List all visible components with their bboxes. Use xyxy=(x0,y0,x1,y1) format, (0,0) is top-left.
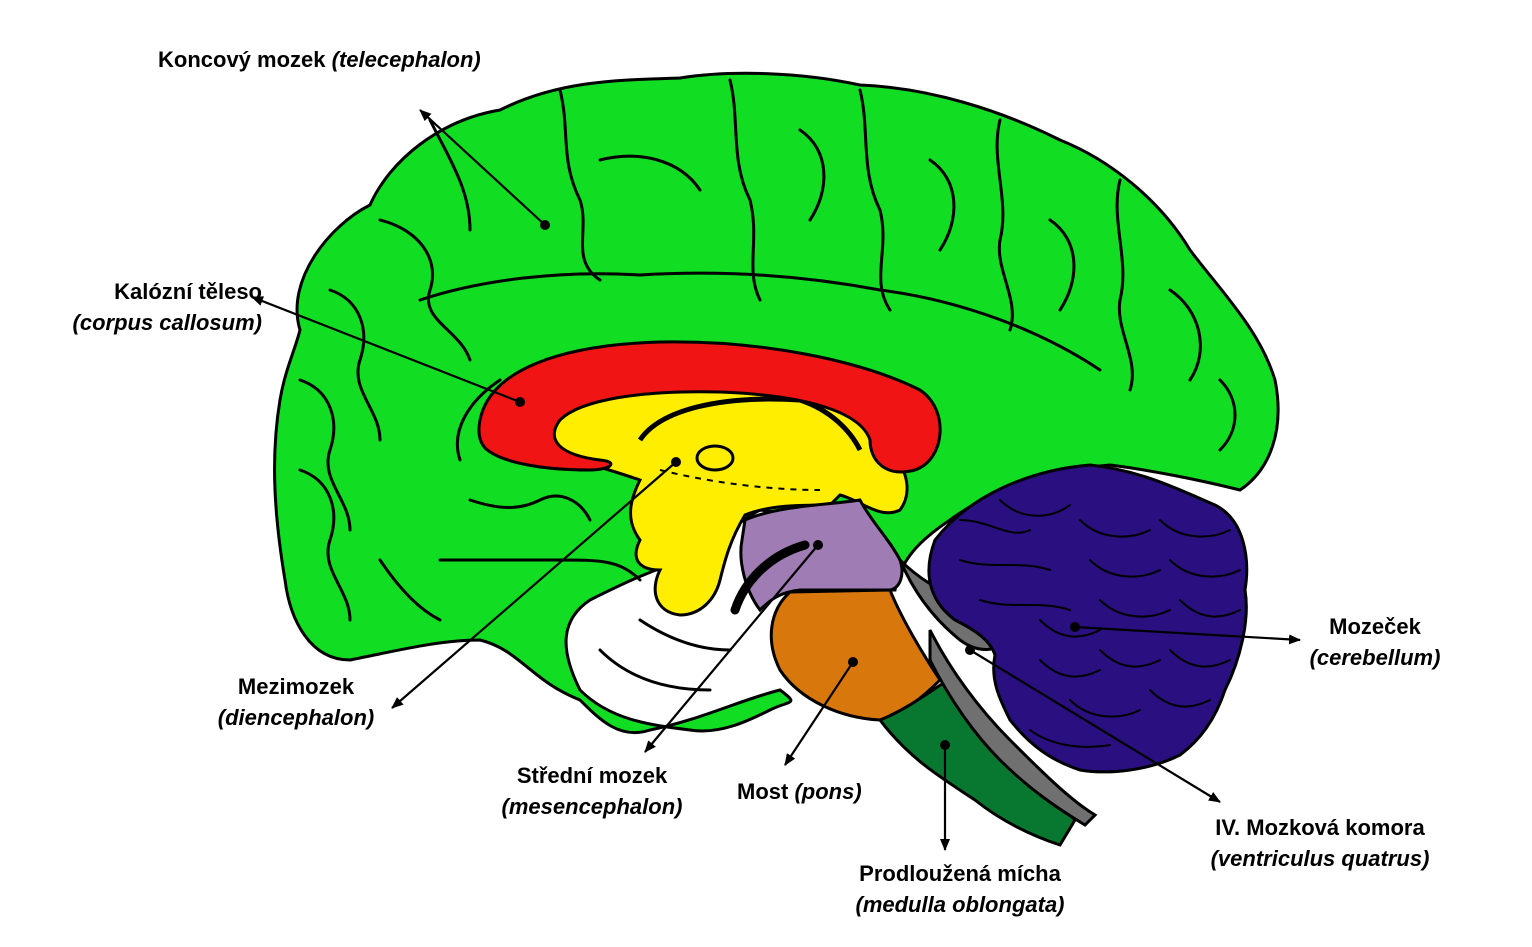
cerebellum-folia xyxy=(959,499,1241,748)
leader-mesencephalon xyxy=(644,544,819,753)
label-mesencephalon-latin: (mesencephalon) xyxy=(501,794,683,819)
label-medulla-name: Prodloužená mícha xyxy=(859,861,1061,886)
label-ventricle-latin: (ventriculus quatrus) xyxy=(1210,846,1430,871)
label-ventricle: IV. Mozková komora (ventriculus quatrus) xyxy=(1180,812,1460,874)
thalamic-adhesion-shape xyxy=(695,444,735,472)
cerebellum-region xyxy=(927,463,1249,774)
leader-corpus-callosum xyxy=(251,295,521,404)
label-corpus-callosum-name: Kalózní těleso xyxy=(114,279,262,304)
label-mesencephalon: Střední mozek (mesencephalon) xyxy=(482,760,702,822)
label-diencephalon-name: Mezimozek xyxy=(237,674,355,699)
label-cerebellum-latin: (cerebellum) xyxy=(1309,645,1441,670)
label-mesencephalon-name: Střední mozek xyxy=(516,763,668,788)
label-pons: Most (pons) xyxy=(737,776,862,807)
label-ventricle-name: IV. Mozková komora xyxy=(1215,815,1425,840)
label-cerebellum-name: Mozeček xyxy=(1329,614,1421,639)
label-corpus-callosum: Kalózní těleso (corpus callosum) xyxy=(30,276,262,338)
leader-pons xyxy=(784,661,854,766)
label-pons-latin: (pons) xyxy=(794,779,862,804)
label-telencephalon: Koncový mozek (telecephalon) xyxy=(158,44,481,75)
leader-telencephalon xyxy=(419,109,546,226)
leader-lines xyxy=(251,109,1301,851)
label-telencephalon-name: Koncový mozek xyxy=(158,47,326,72)
label-diencephalon-latin: (diencephalon) xyxy=(217,705,375,730)
label-medulla: Prodloužená mícha (medulla oblongata) xyxy=(820,858,1100,920)
aqueduct-shape xyxy=(730,540,810,615)
leader-diencephalon xyxy=(391,461,677,709)
leader-ventricle xyxy=(969,649,1221,803)
cerebral-gyri xyxy=(298,78,1237,692)
label-telencephalon-latin: (telecephalon) xyxy=(331,47,481,72)
label-medulla-latin: (medulla oblongata) xyxy=(855,892,1065,917)
label-cerebellum: Mozeček (cerebellum) xyxy=(1290,611,1460,673)
leader-dots xyxy=(515,220,1080,750)
dashed-line xyxy=(659,469,821,491)
mesencephalon-region xyxy=(739,498,904,613)
label-corpus-callosum-latin: (corpus callosum) xyxy=(72,310,262,335)
corpus-callosum-region xyxy=(477,340,942,474)
fornix-line xyxy=(637,396,863,452)
leader-cerebellum xyxy=(1074,625,1301,645)
label-pons-name: Most xyxy=(737,779,789,804)
label-diencephalon: Mezimozek (diencephalon) xyxy=(196,671,396,733)
